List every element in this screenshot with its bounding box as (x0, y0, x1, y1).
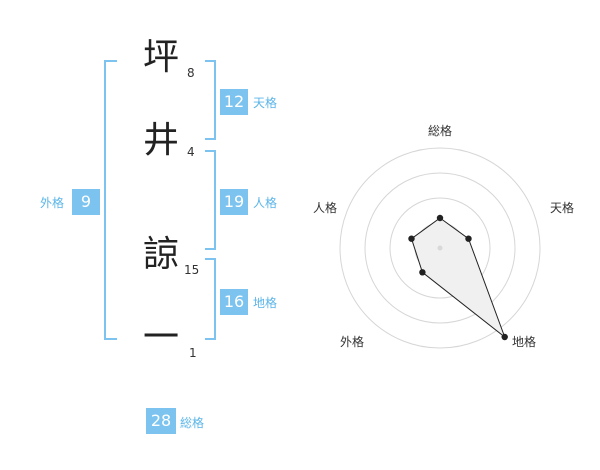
axis-label-jinkaku: 人格 (313, 200, 337, 215)
radar-chart: 総格 天格 地格 外格 人格 (313, 123, 574, 349)
name-char-4: 一 (142, 317, 179, 358)
tenkaku-value: 12 (220, 89, 248, 115)
stroke-count-4: 1 (189, 346, 197, 360)
radar-inner-area (411, 218, 505, 337)
radar-center-dot (437, 245, 443, 251)
axis-label-tenkaku: 天格 (550, 200, 574, 215)
radar-point-4 (419, 269, 426, 276)
name-char-3: 諒 (142, 234, 179, 275)
name-char-1: 坪 (142, 37, 179, 78)
chikaku-value: 16 (220, 289, 248, 315)
axis-label-gaikaku: 外格 (340, 334, 364, 349)
stroke-count-3: 15 (184, 263, 200, 277)
gaikaku-label: 外格 (40, 196, 65, 210)
chikaku-bracket (205, 258, 216, 340)
soukaku-value: 28 (146, 408, 176, 434)
radar-data-line (410, 217, 506, 339)
radar-point-1 (436, 214, 444, 222)
tenkaku-label: 天格 (253, 96, 278, 110)
radar-ring-3 (364, 172, 516, 324)
radar-point-2 (465, 235, 472, 242)
tenkaku-bracket (205, 60, 216, 140)
chikaku-label: 地格 (253, 296, 278, 310)
radar-ring-4 (339, 147, 541, 349)
name-char-2: 井 (142, 120, 179, 161)
gaikaku-bracket (104, 60, 117, 340)
stroke-count-2: 4 (187, 145, 195, 159)
stroke-count-1: 8 (187, 66, 195, 80)
axis-label-chikaku: 地格 (512, 334, 536, 349)
soukaku-label: 総格 (180, 416, 205, 430)
axis-label-soukaku: 総格 (428, 123, 452, 138)
jinkaku-label: 人格 (253, 196, 278, 210)
jinkaku-bracket (205, 150, 216, 250)
radar-point-5 (408, 235, 415, 242)
jinkaku-value: 19 (220, 189, 248, 215)
radar-point-3 (501, 333, 508, 341)
gaikaku-value: 9 (72, 189, 100, 215)
radar-ring-2 (389, 197, 491, 299)
